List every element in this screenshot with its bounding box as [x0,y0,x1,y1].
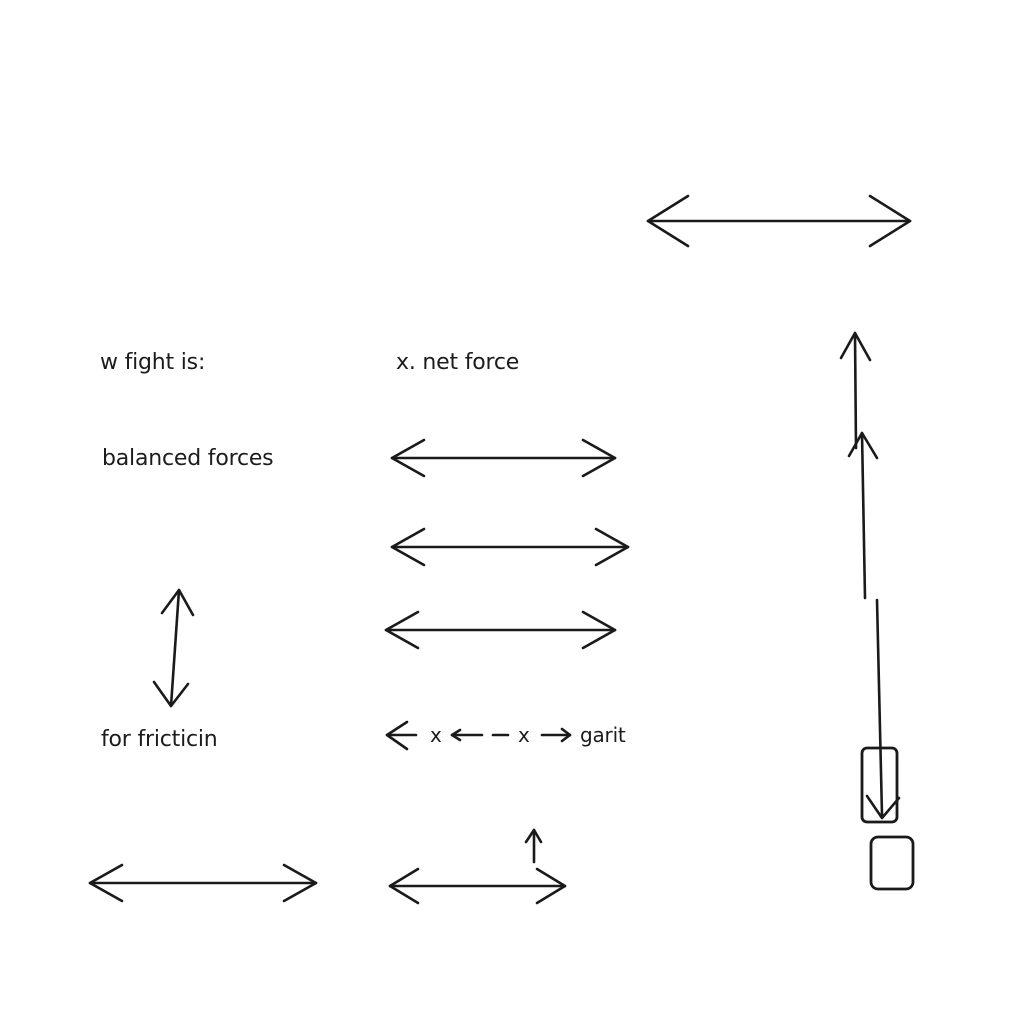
small-up-arrow-icon [524,828,543,864]
gravity-row-x-2: x [518,723,530,747]
lower-block-icon [869,835,915,891]
balanced-forces-label: balanced forces [102,446,274,471]
left-vertical-double-arrow-icon [152,588,195,708]
gravity-row-left-arrow-icon [385,720,418,751]
right-upper-up-arrow-icon [839,331,872,450]
net-force-label: x. net force [396,350,520,375]
right-down-arrow-icon [865,598,901,820]
gravity-row-small-left-arrow-icon [450,728,484,742]
gravity-row-x-1: x [430,723,442,747]
upper-block-icon [860,746,899,824]
right-long-up-arrow-icon [847,431,879,600]
middle-double-arrow-2-icon [390,527,630,567]
top-double-arrow-icon [646,194,912,248]
gravity-label: garit [580,723,626,747]
friction-label: for fricticin [101,727,218,752]
bottom-left-double-arrow-icon [88,863,318,903]
weight-heading-label: w fight is: [100,350,206,375]
bottom-middle-double-arrow-icon [388,867,567,905]
gravity-row-right-arrow-icon [540,727,572,743]
middle-double-arrow-1-icon [390,438,617,478]
middle-double-arrow-3-icon [384,610,617,650]
